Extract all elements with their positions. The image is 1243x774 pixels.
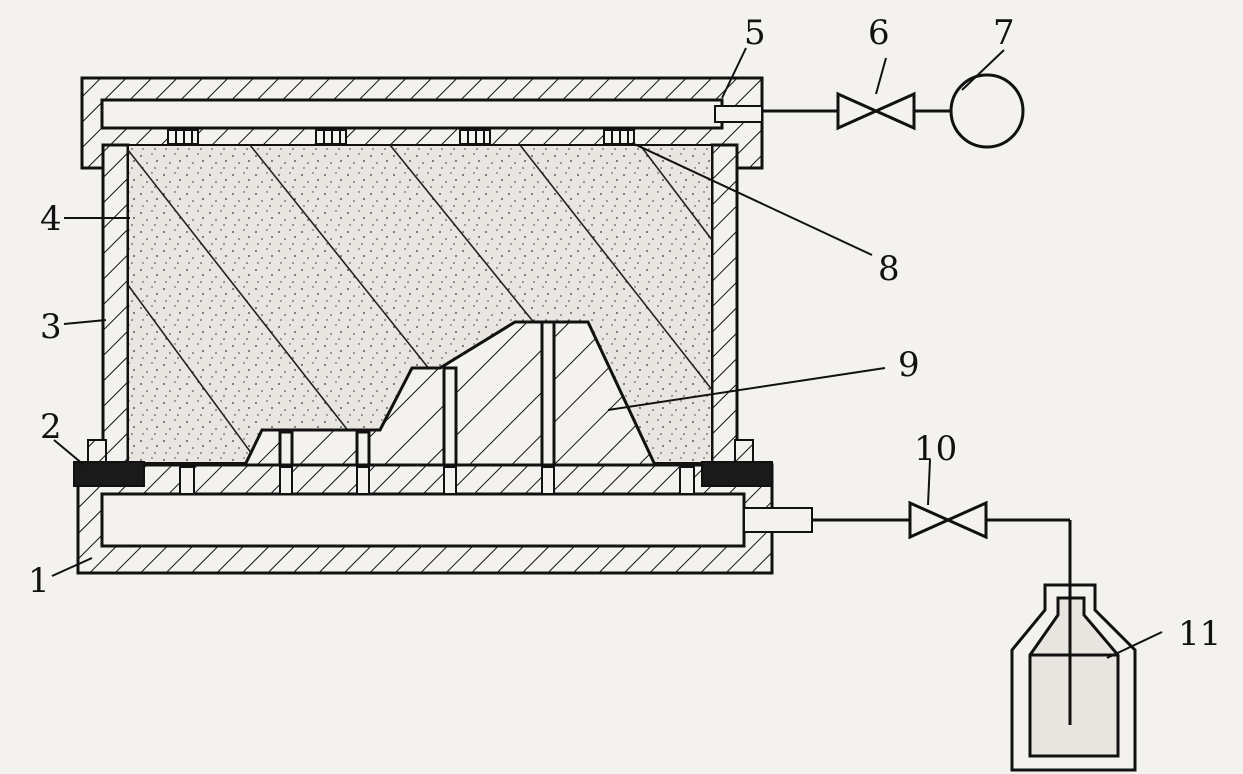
label-11: 11 bbox=[1178, 614, 1221, 654]
collection-bottle bbox=[1010, 583, 1137, 772]
label-2: 2 bbox=[40, 407, 62, 447]
label-10: 10 bbox=[914, 429, 957, 469]
side-walls bbox=[87, 143, 754, 467]
seal-rings bbox=[73, 461, 773, 487]
vacuum-pump-7-icon bbox=[949, 73, 1025, 149]
label-4: 4 bbox=[40, 199, 62, 239]
label-8: 8 bbox=[878, 249, 900, 289]
vent-holes bbox=[167, 129, 635, 145]
label-5: 5 bbox=[744, 13, 766, 53]
leader-lines bbox=[51, 47, 1163, 659]
valve-10-icon bbox=[908, 500, 952, 540]
label-9: 9 bbox=[898, 345, 920, 385]
number-labels: 1 2 3 4 5 6 7 8 9 10 11 bbox=[28, 13, 1221, 654]
label-3: 3 bbox=[40, 307, 62, 347]
label-1: 1 bbox=[28, 561, 50, 601]
base-box bbox=[76, 463, 813, 575]
label-7: 7 bbox=[993, 13, 1015, 53]
top-pipeline bbox=[762, 73, 1025, 149]
label-6: 6 bbox=[868, 13, 890, 53]
valve-6-icon bbox=[836, 91, 880, 131]
